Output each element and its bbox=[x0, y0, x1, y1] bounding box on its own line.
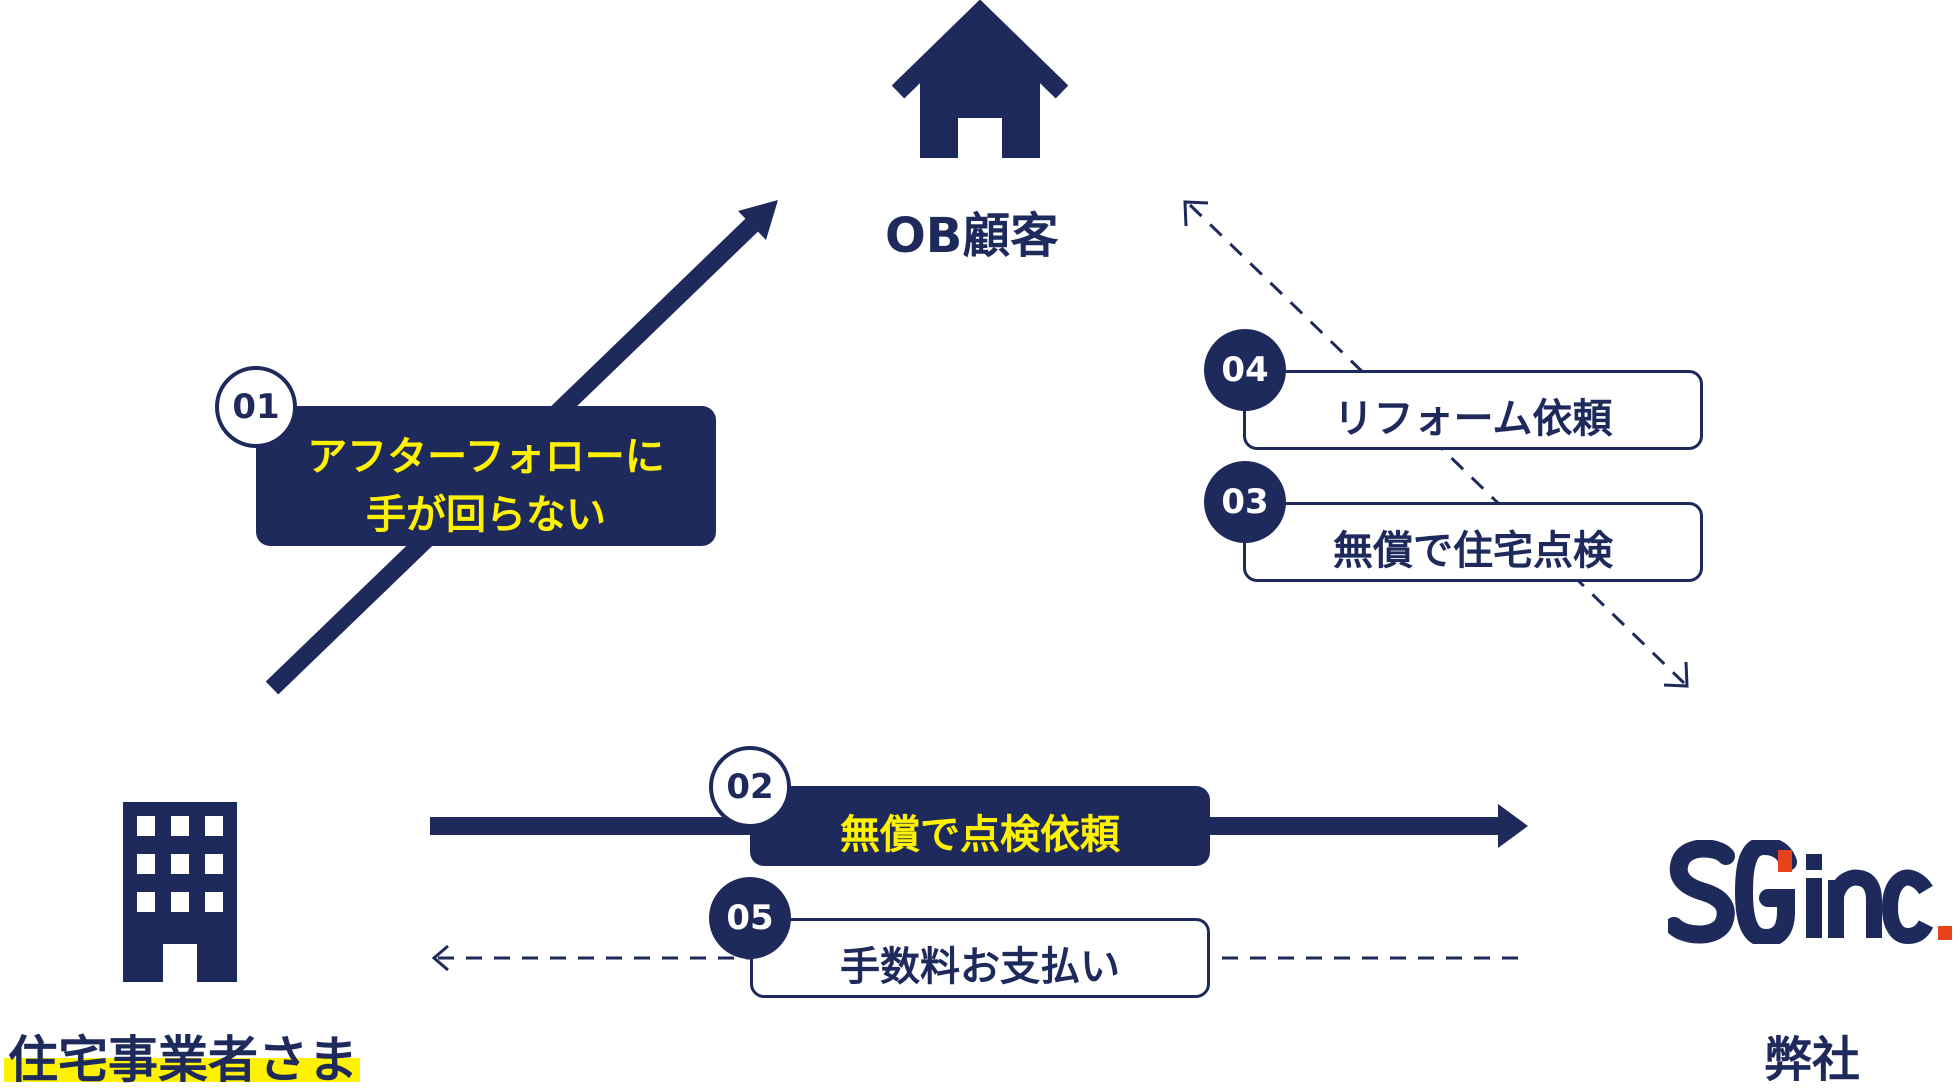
company-label: 弊社 bbox=[1764, 1032, 1861, 1088]
step-01-box: アフターフォローに 手が回らない bbox=[256, 406, 716, 546]
building-icon bbox=[123, 802, 237, 982]
arrowhead-05 bbox=[431, 944, 449, 972]
company-logo bbox=[1668, 840, 1952, 944]
step-02-number: 02 bbox=[709, 746, 791, 828]
step-05-text: 手数料お支払い bbox=[840, 944, 1120, 990]
step-02-box: 無償で点検依頼 bbox=[750, 786, 1210, 866]
customer-label: OB顧客 bbox=[885, 208, 1059, 264]
step-02-text: 無償で点検依頼 bbox=[840, 812, 1120, 858]
step-03-text: 無償で住宅点検 bbox=[1333, 528, 1613, 574]
step-04-box: リフォーム依頼 bbox=[1243, 370, 1703, 450]
step-05-number: 05 bbox=[709, 877, 791, 959]
arrowhead-03 bbox=[1663, 661, 1689, 688]
arrowhead-02 bbox=[1498, 804, 1528, 848]
builder-label: 住宅事業者さま bbox=[8, 1031, 358, 1089]
logo-accent-mark bbox=[1778, 850, 1792, 872]
step-01-number: 01 bbox=[215, 366, 297, 448]
step-04-number: 04 bbox=[1204, 329, 1286, 411]
step-05-box: 手数料お支払い bbox=[750, 918, 1210, 998]
step-03-box: 無償で住宅点検 bbox=[1243, 502, 1703, 582]
step-01-text-line2: 手が回らない bbox=[366, 492, 606, 538]
arrowhead-01 bbox=[738, 200, 778, 240]
step-01-text-line1: アフターフォローに bbox=[307, 434, 665, 480]
step-04-text: リフォーム依頼 bbox=[1333, 396, 1613, 442]
arrowhead-04 bbox=[1183, 200, 1209, 227]
step-03-number: 03 bbox=[1204, 461, 1286, 543]
house-icon bbox=[891, 0, 1069, 158]
builder-label-highlight bbox=[4, 1058, 360, 1082]
